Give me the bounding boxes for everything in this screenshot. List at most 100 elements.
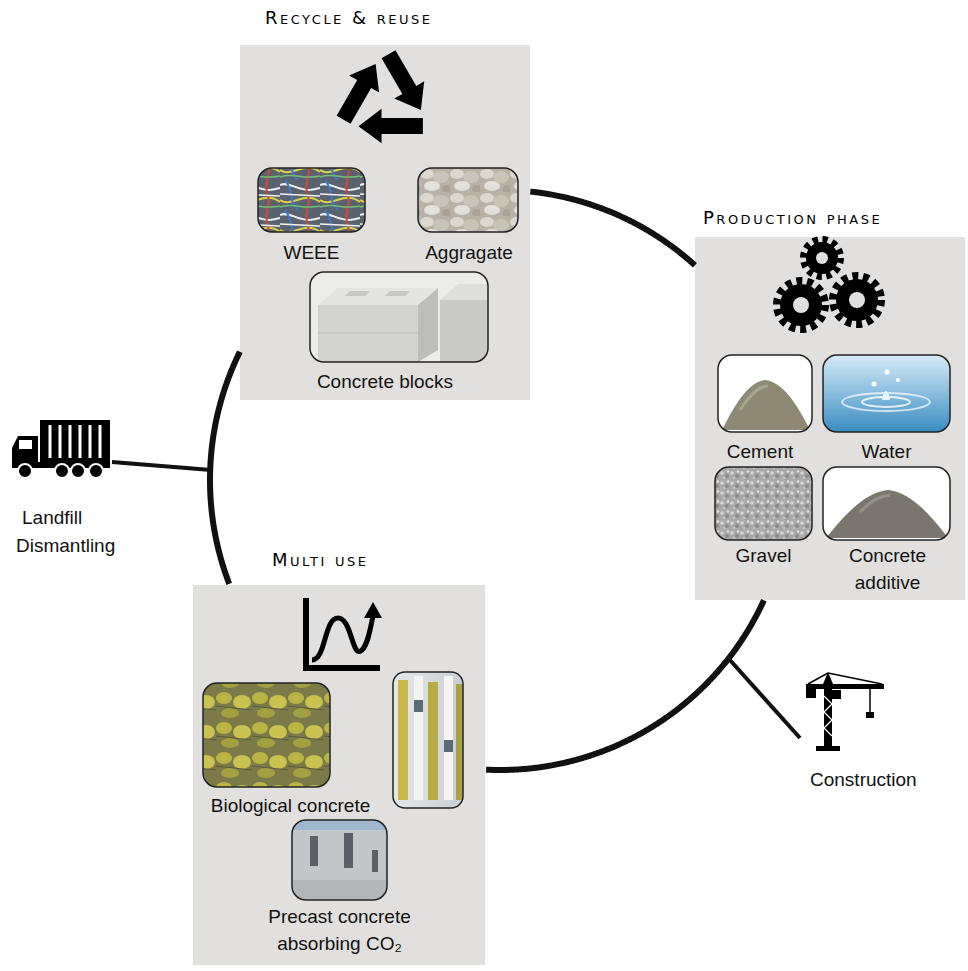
precast-concrete-photo	[292, 820, 387, 900]
crane-icon	[806, 672, 884, 751]
concrete-blocks-photo	[318, 288, 438, 305]
truck-icon	[12, 436, 38, 466]
concrete-blocks-photo	[310, 272, 488, 362]
cement-photo	[718, 355, 812, 432]
concrete-blocks-photo	[318, 305, 418, 362]
gears-icon	[804, 240, 840, 276]
crane-icon	[824, 696, 832, 736]
concrete-blocks-photo	[418, 288, 438, 362]
phase-panel: Biological concretePrecast concrete abso…	[193, 585, 485, 965]
truck-icon	[19, 440, 32, 449]
cement-photo	[718, 355, 812, 432]
truck-icon	[55, 464, 69, 478]
phase-heading: Multi use	[272, 548, 368, 572]
gears-icon	[849, 292, 865, 308]
truck-icon	[71, 464, 85, 478]
crane-icon	[816, 746, 840, 751]
concrete-blocks-photo	[440, 300, 488, 362]
material-tile: Aggragate	[418, 168, 518, 232]
biological-concrete-photo	[203, 683, 330, 787]
truck-icon	[18, 464, 32, 478]
crane-icon	[808, 673, 828, 684]
precast-concrete-photo	[292, 820, 387, 900]
facade-photo	[444, 740, 453, 752]
cement-photo	[722, 380, 810, 430]
phase-heading: Recycle & reuse	[265, 6, 433, 30]
crane-icon	[828, 673, 882, 684]
material-tile: Biological concrete	[203, 683, 330, 787]
aggregate-photo	[418, 168, 518, 232]
stage-label: Construction	[810, 766, 917, 793]
crane-icon	[806, 689, 816, 698]
additive-photo	[823, 467, 950, 540]
facade-photo	[444, 676, 453, 800]
material-tile: Gravel	[715, 467, 812, 540]
facade-photo	[456, 684, 463, 800]
truck-icon	[89, 464, 103, 478]
gears-icon	[833, 276, 881, 324]
additive-photo	[826, 490, 948, 538]
water-photo	[823, 355, 950, 432]
precast-concrete-photo	[372, 850, 378, 872]
facade-photo	[414, 676, 423, 800]
gravel-photo	[715, 467, 812, 540]
facade-photo	[393, 672, 463, 808]
gears-icon	[777, 281, 825, 329]
facade-photo	[393, 672, 463, 808]
crane-icon	[824, 688, 832, 748]
truck-icon	[50, 425, 100, 458]
facade-photo	[393, 672, 463, 808]
material-label: Biological concrete	[191, 792, 391, 819]
water-photo	[823, 355, 950, 432]
material-label: Concrete blocks	[295, 368, 475, 395]
additive-photo	[823, 467, 950, 540]
crane-icon	[869, 689, 871, 712]
recycle-icon	[382, 50, 425, 110]
cycle-arc	[486, 600, 764, 770]
facade-photo	[398, 680, 408, 800]
additive-photo	[823, 467, 950, 540]
weee-photo	[258, 168, 365, 232]
phase-panel: CementWaterGravelConcrete additiveProduc…	[695, 237, 965, 600]
cement-photo	[718, 355, 812, 432]
precast-concrete-photo	[292, 820, 387, 900]
panel-ground	[240, 45, 530, 400]
water-photo	[823, 355, 950, 432]
water-photo	[872, 382, 877, 387]
truck-icon	[40, 420, 110, 464]
facade-photo	[428, 682, 438, 800]
crane-icon	[866, 712, 874, 718]
material-tile: Cement	[718, 355, 812, 432]
stage-label: Dismantling	[16, 532, 115, 559]
recycle-icon	[322, 50, 430, 159]
weee-photo	[258, 168, 365, 232]
precast-concrete-photo	[292, 880, 387, 900]
panel-ground	[193, 585, 485, 965]
additive-photo	[860, 495, 890, 512]
gears-icon	[777, 240, 881, 329]
material-label: Precast concrete absorbing CO₂	[245, 903, 435, 957]
stage-label: Landfill	[22, 504, 82, 531]
material-label: Cement	[705, 438, 815, 465]
material-tile: Concrete blocks	[310, 272, 488, 362]
material-label: Concrete additive	[823, 542, 953, 596]
material-tile: Water	[823, 355, 950, 432]
water-photo	[885, 370, 890, 375]
crane-icon	[832, 690, 841, 699]
material-label: Gravel	[709, 542, 819, 569]
concrete-blocks-photo	[385, 291, 410, 296]
concrete-blocks-photo	[310, 272, 488, 362]
concrete-blocks-photo	[310, 272, 488, 362]
gears-icon	[816, 252, 828, 264]
growth-chart-icon	[312, 616, 373, 660]
gears-icon	[833, 276, 881, 324]
recycle-icon	[322, 61, 395, 128]
growth-chart-icon	[306, 598, 380, 668]
concrete-blocks-photo	[440, 284, 488, 300]
growth-chart-icon	[306, 598, 382, 668]
construction-tick	[729, 659, 800, 738]
crane-icon	[806, 684, 884, 689]
truck-icon	[12, 420, 110, 478]
phase-heading: Production phase	[703, 206, 882, 230]
